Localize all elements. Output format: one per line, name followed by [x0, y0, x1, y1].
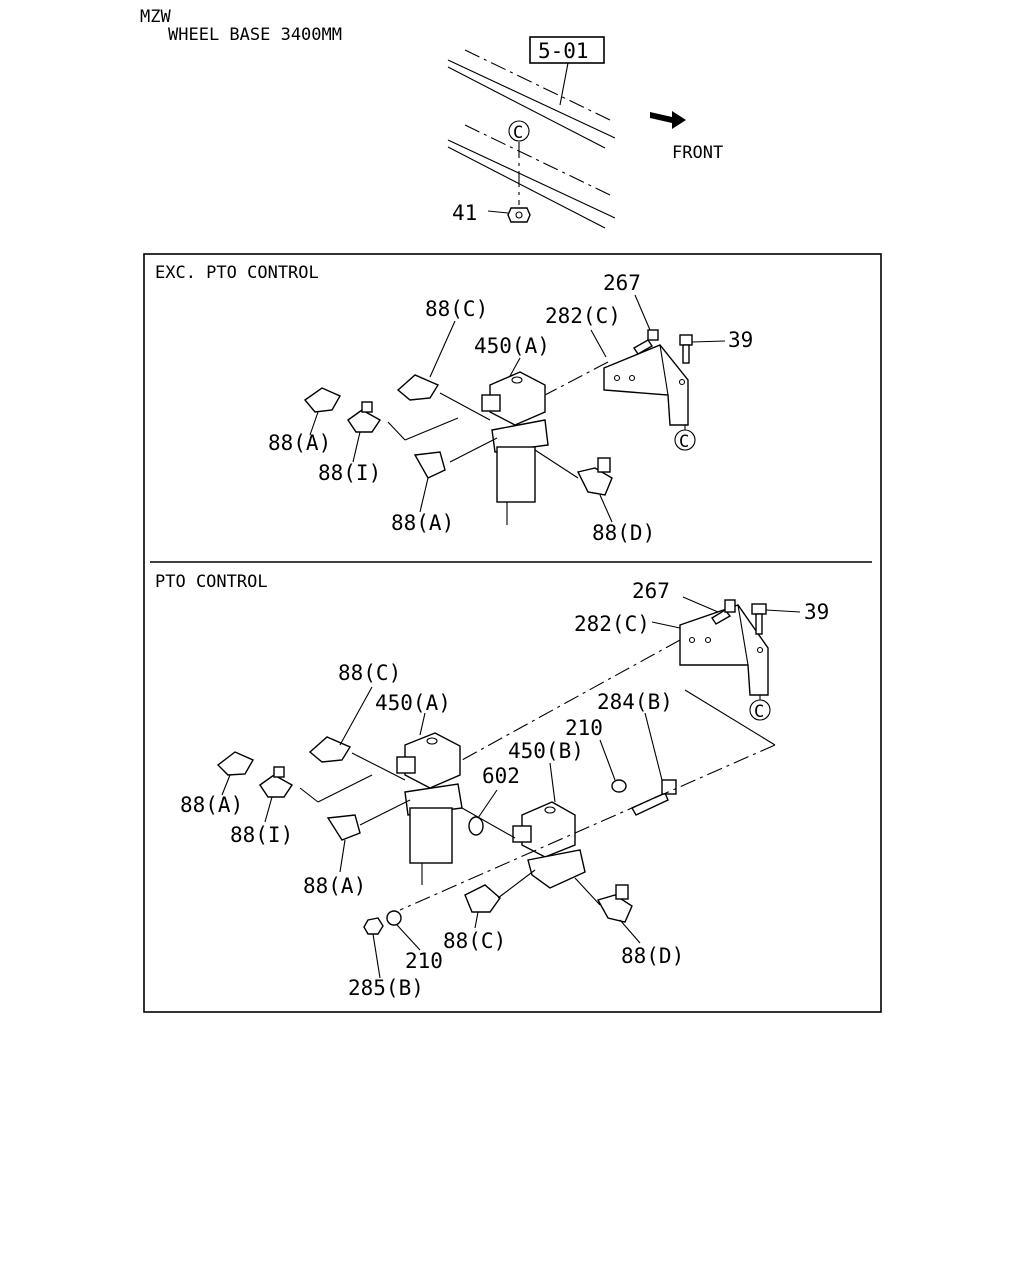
- front-arrow-icon: [650, 111, 686, 129]
- pto-bolt-284b: [631, 779, 677, 816]
- pto-label-284b: 284(B): [597, 690, 673, 714]
- ref-box: [529, 36, 605, 64]
- pto-line-4: [299, 787, 319, 803]
- exc-label-88a-1: 88(A): [268, 431, 331, 455]
- exc-line-4: [439, 392, 491, 421]
- pto-bolt-267: [711, 599, 736, 625]
- pto-label-88a-2: 88(A): [303, 874, 366, 898]
- pto-label-88c-1: 88(C): [338, 661, 401, 685]
- pto-label-39: 39: [804, 600, 829, 624]
- section-exc-title: EXC. PTO CONTROL: [155, 263, 319, 283]
- pto-label-285b: 285(B): [348, 976, 424, 1000]
- front-label: FRONT: [672, 143, 723, 163]
- exc-line-5: [449, 437, 498, 463]
- pto-label-88c-2: 88(C): [443, 929, 506, 953]
- exc-label-267: 267: [603, 271, 641, 295]
- exc-label-450a: 450(A): [474, 334, 550, 358]
- pto-valve-450a: [396, 732, 463, 885]
- exc-label-282c: 282(C): [545, 304, 621, 328]
- exc-label-39: 39: [728, 328, 753, 352]
- pto-line-5: [317, 774, 373, 803]
- exc-fittings: [303, 374, 613, 496]
- pto-line-10: [574, 877, 601, 906]
- pto-bracket: [679, 604, 769, 696]
- exc-line-2: [387, 421, 406, 441]
- pto-line-1: [461, 639, 681, 761]
- pto-label-267: 267: [632, 579, 670, 603]
- part-41-label: 41: [452, 201, 477, 225]
- exc-line-1: [544, 361, 609, 396]
- exc-label-88a-2: 88(A): [391, 511, 454, 535]
- pto-line-8: [461, 807, 516, 839]
- nut-285b: [363, 917, 384, 935]
- section-pto-title: PTO CONTROL: [155, 572, 268, 592]
- pto-line-2: [684, 689, 776, 746]
- exc-line-3: [404, 417, 459, 441]
- pto-line-6: [351, 752, 406, 781]
- pto-valve-450b: [512, 801, 586, 889]
- pto-label-88i: 88(I): [230, 823, 293, 847]
- nut-41: [507, 207, 531, 223]
- pto-label-88d: 88(D): [621, 944, 684, 968]
- pto-fittings: [216, 736, 633, 923]
- pto-label-210-2: 210: [405, 949, 443, 973]
- ref-box-label: 5-01: [538, 39, 589, 63]
- model-code: MZW: [140, 7, 171, 27]
- exc-label-88i: 88(I): [318, 461, 381, 485]
- pto-label-450a: 450(A): [375, 691, 451, 715]
- pto-bolt-39: [751, 603, 767, 635]
- washer-210-top: [611, 779, 627, 793]
- pto-label-88a-1: 88(A): [180, 793, 243, 817]
- pto-label-210-1: 210: [565, 716, 603, 740]
- wheel-base-label: WHEEL BASE 3400MM: [168, 25, 342, 45]
- c-marker-top: C: [513, 123, 523, 143]
- pto-line-9: [497, 869, 536, 899]
- pto-c-marker: C: [754, 702, 764, 722]
- pto-line-3: [399, 744, 776, 911]
- oring-602: [468, 816, 484, 836]
- pto-line-7: [359, 799, 411, 826]
- washer-210-bottom: [386, 910, 402, 926]
- exc-line-6: [534, 449, 579, 479]
- pto-label-602: 602: [482, 764, 520, 788]
- c-marker-circle: [508, 120, 530, 142]
- ref-leader: [559, 62, 569, 106]
- exc-c-marker: C: [679, 432, 689, 452]
- exc-label-88d: 88(D): [592, 521, 655, 545]
- exc-bolt-39: [679, 334, 693, 364]
- exc-bracket: [603, 344, 689, 426]
- pto-label-450b: 450(B): [508, 739, 584, 763]
- pto-label-282c: 282(C): [574, 612, 650, 636]
- exc-label-88c: 88(C): [425, 297, 488, 321]
- frame-rail: [447, 49, 616, 229]
- exc-valve-450a: [481, 371, 549, 525]
- exc-bolt-267: [633, 329, 659, 355]
- diagram-frame: [143, 253, 882, 1013]
